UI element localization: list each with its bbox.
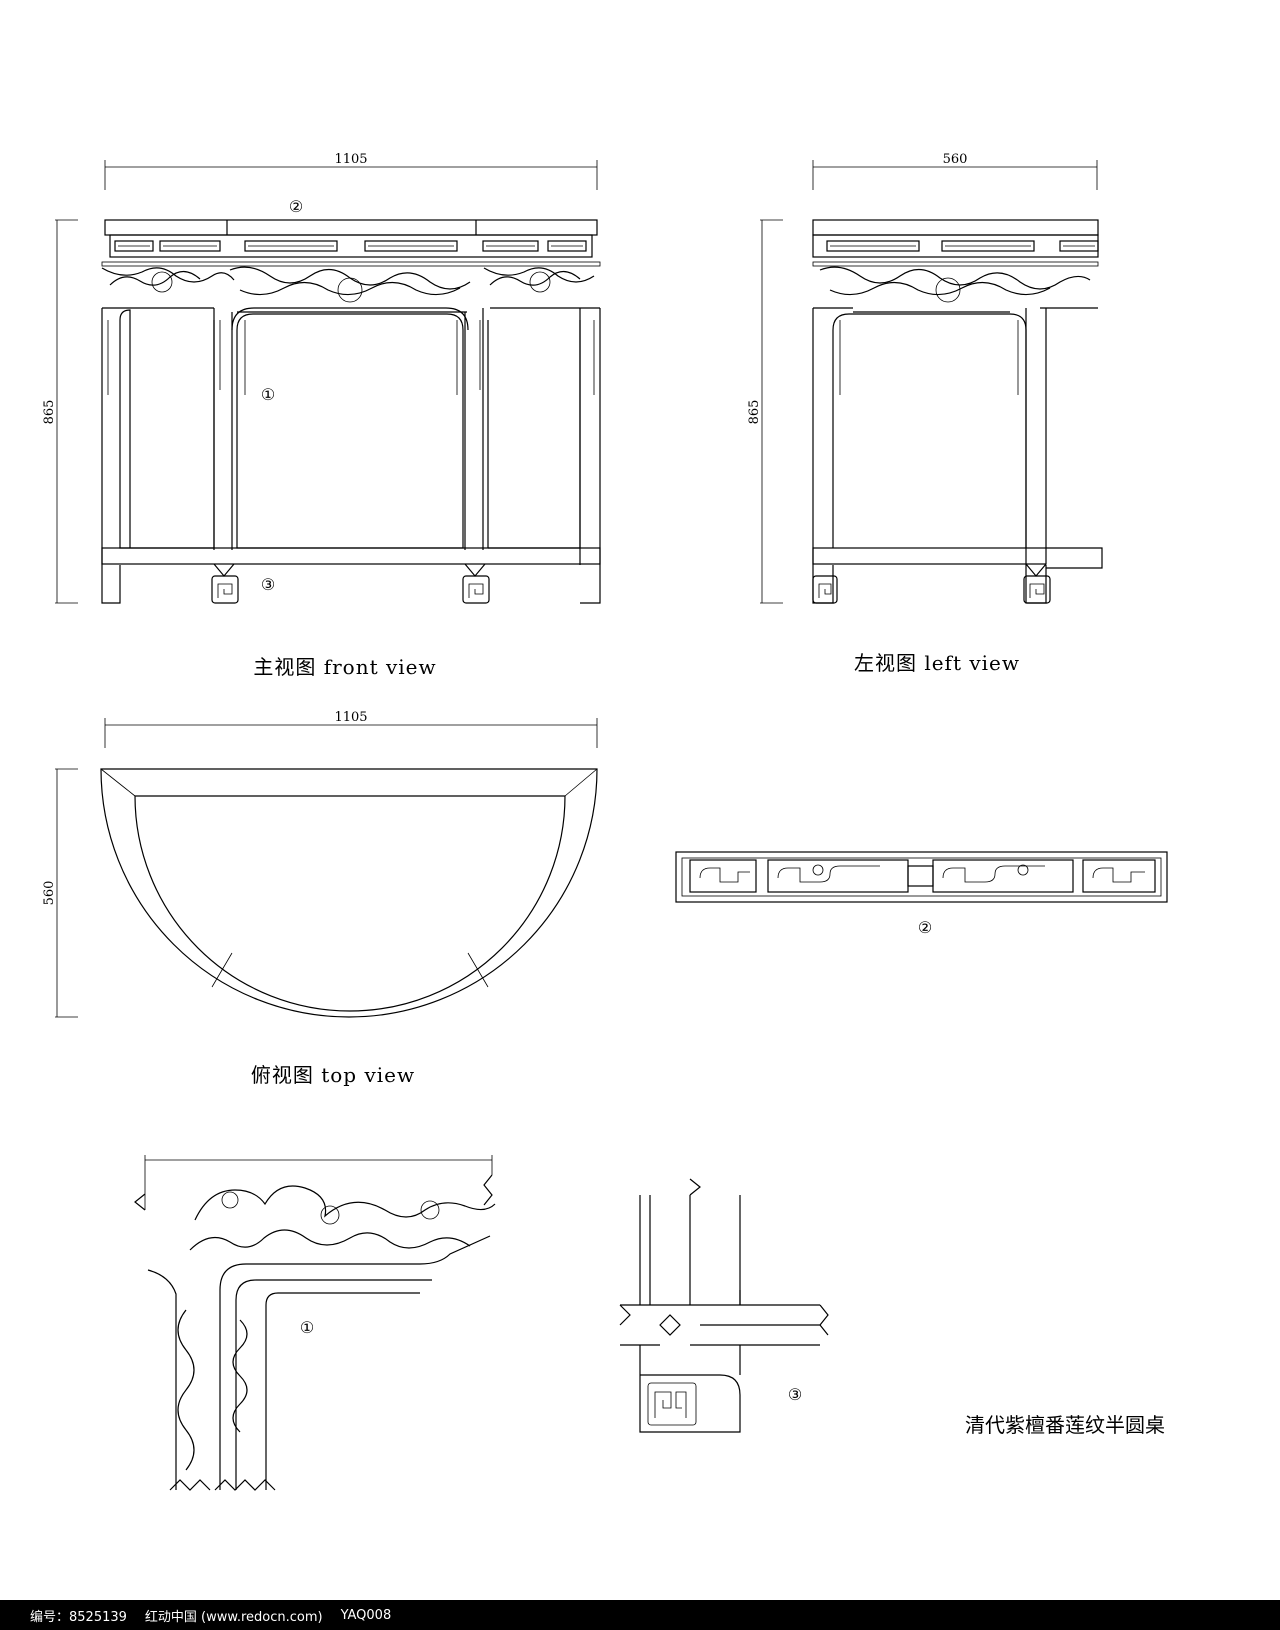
detail-1-apron-corner: ①: [134, 1155, 496, 1491]
front-bottom-stretcher: [101, 547, 601, 565]
footer-id: 编号：8525139: [30, 1609, 127, 1625]
front-view: 1105 865: [42, 152, 601, 679]
detail-3-label: ③: [788, 1385, 802, 1404]
left-height-dimension: 865: [747, 219, 783, 604]
front-fret-panels: [114, 240, 587, 252]
top-width-label: 1105: [334, 710, 367, 725]
footer-site: 红动中国 (www.redocn.com): [144, 1609, 323, 1625]
top-view-caption: 俯视图 top view: [251, 1063, 415, 1087]
top-width-dimension: 1105: [104, 710, 598, 748]
front-carved-apron: [101, 261, 601, 313]
left-carved-apron: [812, 261, 1099, 313]
front-height-label: 865: [42, 400, 57, 425]
left-width-dimension: 560: [812, 152, 1098, 190]
top-view: 1105 560 俯视图 top view: [42, 710, 598, 1087]
front-callout-top: ②: [289, 197, 303, 216]
left-width-label: 560: [943, 152, 968, 167]
left-view: 560 865: [747, 152, 1103, 675]
footer-code: YAQ008: [340, 1607, 392, 1623]
front-view-caption: 主视图 front view: [253, 655, 436, 679]
left-height-label: 865: [747, 400, 762, 425]
front-width-label: 1105: [334, 152, 367, 167]
front-legs: [101, 308, 601, 604]
top-depth-label: 560: [42, 881, 57, 906]
detail-2-label: ②: [918, 918, 932, 937]
front-tabletop: [104, 219, 598, 236]
front-foot-scrolls: [211, 563, 490, 604]
left-tabletop: [812, 219, 1099, 236]
front-callout-foot: ③: [261, 575, 275, 594]
left-view-caption: 左视图 left view: [854, 651, 1020, 675]
front-callout-apron: ①: [261, 385, 275, 404]
front-frieze: [109, 234, 593, 258]
front-height-dimension: 865: [42, 219, 78, 604]
top-inner-edge: [134, 795, 566, 1012]
front-inner-frames: [107, 307, 595, 549]
detail-3-leg-joint: ③: [619, 1178, 829, 1433]
watermark-footer: 编号：8525139 红动中国 (www.redocn.com) YAQ008: [0, 1600, 1280, 1630]
left-fret-panels: [826, 240, 1099, 252]
drawing-title: 清代紫檀番莲纹半圆桌: [965, 1413, 1165, 1437]
left-legs-and-frames: [812, 308, 1103, 604]
detail-1-label: ①: [300, 1318, 314, 1337]
detail-2-fret-band: ②: [675, 851, 1168, 937]
front-width-dimension: 1105: [104, 152, 598, 190]
top-depth-dimension: 560: [42, 768, 78, 1018]
top-outer-edge: [100, 768, 598, 1018]
